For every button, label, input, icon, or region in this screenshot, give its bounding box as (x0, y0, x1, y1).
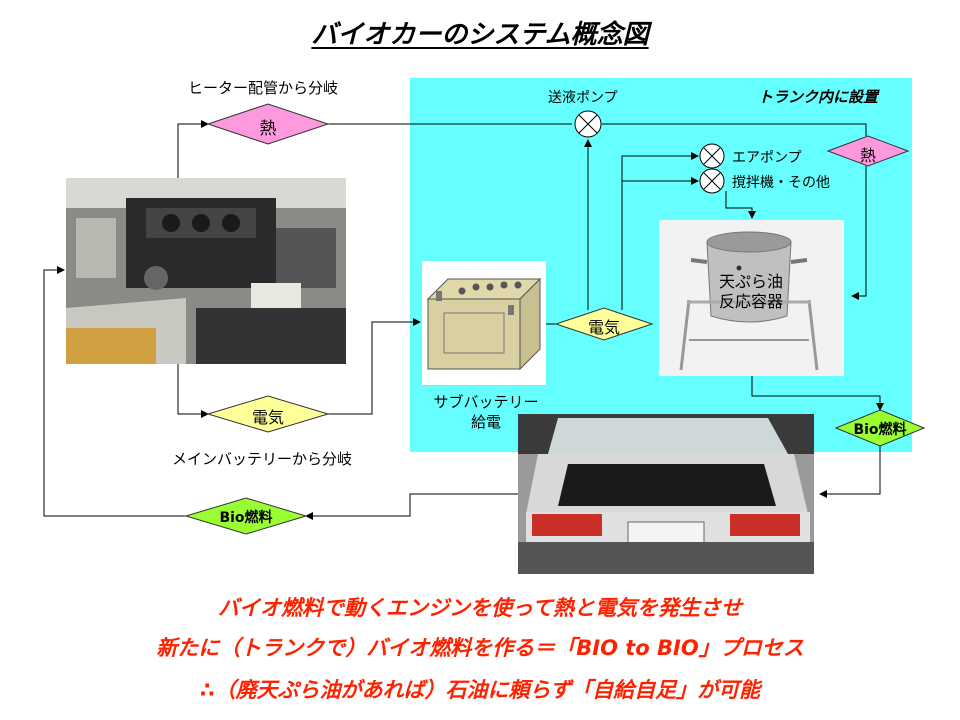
sub-battery-label-line1: サブバッテリー (433, 393, 539, 411)
trunk-to-bio (305, 493, 518, 520)
heat-right-label: 熱 (859, 146, 876, 165)
heat-line-to-reactor (851, 166, 867, 300)
trunk-label: トランク内に設置 (758, 88, 879, 106)
heat-line-up (177, 120, 209, 178)
car-trunk-photo (518, 414, 814, 574)
reactor-label-line1: 天ぷら油 (718, 272, 783, 291)
heat-line-to-right-diamond (602, 123, 867, 136)
heat-right-diamond (826, 135, 910, 167)
sub-battery-label-line2: 給電 (470, 413, 501, 431)
electric-mid-diamond (554, 307, 654, 341)
air-pump-label: エアポンプ (732, 150, 802, 166)
reactor-label: 天ぷら油 反応容器 (700, 272, 802, 312)
electric-line-down (177, 364, 209, 418)
engine-photo (66, 178, 346, 364)
stirrer-valve-icon (699, 168, 725, 194)
bio-to-trunk (819, 446, 881, 498)
bottom-line-3: ∴（廃天ぷら油があれば）石油に頼らず「自給自足」が可能 (199, 678, 761, 702)
reactor-to-bio (751, 376, 884, 411)
electric-left-label: 電気 (251, 408, 284, 427)
bio-to-engine (43, 266, 186, 517)
bio-left-diamond (184, 497, 308, 535)
heater-branch-label: ヒーター配管から分岐 (188, 79, 339, 97)
main-battery-branch-label: メインバッテリーから分岐 (172, 450, 353, 468)
page-title: バイオカーのシステム概念図 (311, 20, 649, 50)
reactor-photo (659, 220, 844, 376)
bottom-line-2: 新たに（トランクで）バイオ燃料を作る＝「BIO to BIO」プロセス (156, 636, 804, 660)
air-pump-valve-icon (699, 143, 725, 169)
pump-label: 送液ポンプ (548, 90, 618, 106)
bio-left-label: Bio燃料 (219, 510, 273, 526)
bottom-line-1: バイオ燃料で動くエンジンを使って熱と電気を発生させ (218, 596, 742, 620)
bio-right-diamond (834, 409, 926, 447)
stirrer-to-reactor (725, 191, 756, 219)
sub-battery-label: サブバッテリー 給電 (420, 392, 552, 432)
pump-valve-icon (574, 110, 602, 138)
electric-line-to-battery (328, 318, 421, 415)
heat-left-diamond (206, 103, 330, 145)
bio-right-label: Bio燃料 (853, 422, 907, 438)
battery-photo (422, 261, 546, 385)
reactor-label-line2: 反応容器 (718, 292, 783, 311)
heat-left-label: 熱 (259, 119, 277, 139)
electric-mid-label: 電気 (587, 318, 620, 337)
stirrer-label: 撹拌機・その他 (732, 175, 830, 191)
electric-to-air-pump (621, 152, 699, 310)
electric-left-diamond (206, 395, 330, 433)
